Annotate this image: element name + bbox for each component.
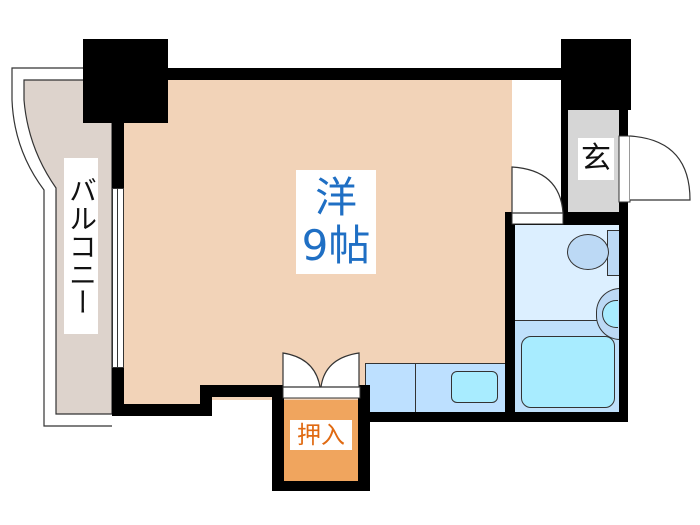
balcony-label: バルコニー	[64, 158, 98, 334]
wall-closet-bottom	[272, 481, 370, 491]
wall-top	[167, 68, 562, 80]
closet-text: 押入	[297, 421, 345, 449]
kitchen-sink	[451, 371, 498, 403]
wall-notch-top	[200, 385, 284, 397]
wall-kitchen-bottom	[358, 412, 628, 422]
entrance-label: 玄	[578, 138, 614, 180]
wall-closet-right	[358, 385, 370, 491]
closet-label: 押入	[290, 420, 352, 450]
toilet-bowl	[567, 234, 609, 270]
wall-closet-left	[272, 385, 284, 491]
wall-bath-left	[505, 212, 515, 422]
window-pane-divider	[117, 188, 118, 368]
bathtub	[521, 336, 615, 408]
wall-entry-left	[561, 110, 568, 214]
wall-bottom-left	[112, 404, 212, 416]
wall-left-upper	[112, 122, 124, 192]
pillar-right	[561, 39, 631, 110]
room-size-text: 9帖	[301, 221, 371, 270]
balcony-window[interactable]	[112, 188, 124, 368]
western-room-label: 洋 9帖	[296, 170, 376, 274]
wall-right	[619, 100, 628, 422]
entrance-door-swing	[629, 135, 691, 201]
room-type-text: 洋	[314, 173, 357, 222]
pillar-left	[83, 39, 168, 123]
balcony-text: バルコニー	[65, 176, 98, 316]
kitchen-divider	[415, 363, 416, 413]
entrance-text: 玄	[581, 141, 611, 176]
